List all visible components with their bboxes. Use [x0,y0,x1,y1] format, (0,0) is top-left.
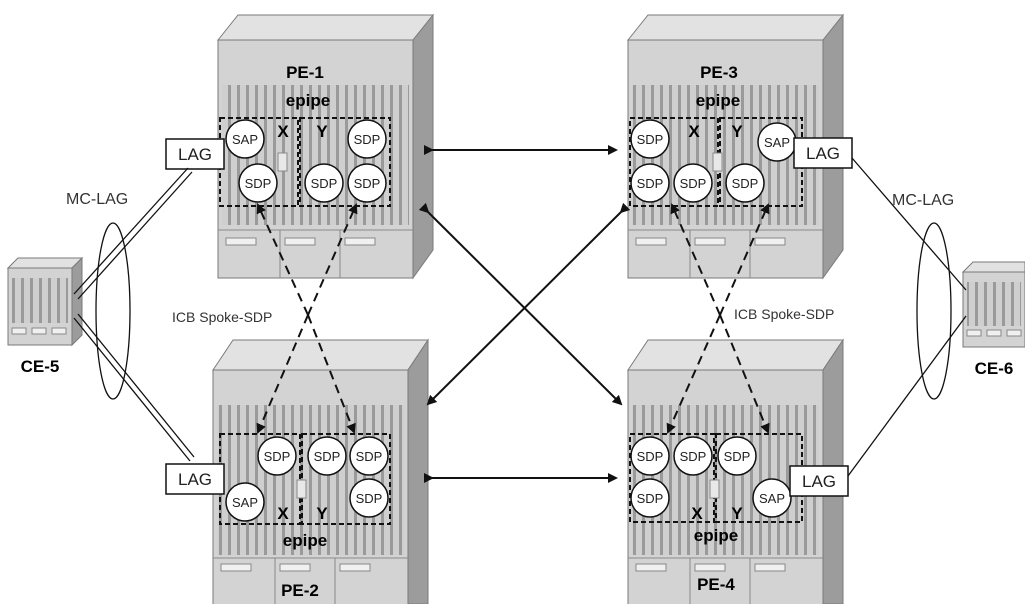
pe2-sdp-y-bottom: SDP [349,478,389,518]
svg-text:SDP: SDP [311,176,338,191]
pe3-sdp-x-left: SDP [630,163,670,203]
pe2-name: PE-2 [281,581,319,600]
svg-text:SDP: SDP [245,176,272,191]
pe4-sdp-x-left: SDP [630,436,670,476]
icb-left-label: ICB Spoke-SDP [172,309,272,325]
pe4-sdp-x-bottom: SDP [630,478,670,518]
pe3-sdp-x-top: SDP [630,119,670,159]
router-pe3: PE-3 epipe X Y SDP SDP SDP SDP SAP LAG [626,13,853,280]
pe2-sdp-y-left: SDP [307,436,347,476]
pe3-sdp-x-right: SDP [673,163,713,203]
mc-lag-left-label: MC-LAG [66,191,128,208]
pe4-sdp-y: SDP [717,436,757,476]
pe1-sdp-y-top: SDP [347,119,387,159]
pe3-service: epipe [696,91,740,110]
pe2-epipe-y-box [301,433,391,525]
svg-text:SDP: SDP [637,132,664,147]
svg-text:SAP: SAP [232,132,258,147]
router-pe4: PE-4 epipe X Y SDP SDP SDP SDP SAP LAG [627,338,849,604]
svg-text:SAP: SAP [764,135,790,150]
pe3-sdp-y: SDP [725,163,765,203]
pe2-x-label: X [277,504,289,523]
svg-text:SDP: SDP [637,176,664,191]
pe3-lag: LAG [793,137,853,169]
pe2-sdp-y-right: SDP [349,436,389,476]
pe2-epipe-x-box [219,433,301,525]
svg-text:LAG: LAG [178,470,212,489]
pe3-name: PE-3 [700,63,738,82]
pe3-sap: SAP [757,122,797,162]
pe1-sdp-y-right: SDP [347,163,387,203]
mc-lag-right-ellipse [916,222,952,400]
pe1-y-label: Y [316,122,328,141]
pe4-sap: SAP [752,478,792,518]
icb-spoke-sdp-left [256,203,358,434]
icb-spoke-sdp-right [666,203,770,434]
svg-text:SDP: SDP [724,449,751,464]
pe1-x-label: X [277,122,289,141]
access-links-right [847,157,967,477]
mc-lag-right-label: MC-LAG [892,192,954,209]
pe1-epipe-y-box [299,117,391,207]
svg-text:SDP: SDP [314,449,341,464]
pe3-y-label: Y [731,122,743,141]
pe1-service: epipe [286,91,330,110]
svg-text:SAP: SAP [759,491,785,506]
pe2-lag: LAG [165,463,225,495]
core-links [418,145,631,483]
svg-text:SDP: SDP [680,176,707,191]
pe4-epipe-x-box [629,433,715,523]
svg-text:SDP: SDP [680,449,707,464]
pe4-service: epipe [694,526,738,545]
icb-right-label: ICB Spoke-SDP [734,306,834,322]
pe4-y-label: Y [731,504,743,523]
svg-text:SDP: SDP [264,449,291,464]
router-pe1: PE-1 epipe X Y SAP SDP SDP SDP SDP LAG [165,13,435,280]
ce6-label: CE-6 [975,359,1014,378]
pe3-x-label: X [688,122,700,141]
svg-text:SDP: SDP [356,449,383,464]
pe1-name: PE-1 [286,63,324,82]
pe1-sdp-x: SDP [238,163,278,203]
svg-text:SDP: SDP [354,132,381,147]
svg-text:SDP: SDP [354,176,381,191]
svg-text:LAG: LAG [178,145,212,164]
pe2-sdp-x: SDP [257,436,297,476]
svg-text:SDP: SDP [732,176,759,191]
router-pe2: PE-2 epipe X Y SDP SAP SDP SDP SDP LAG [165,338,429,604]
pe1-sdp-y-left: SDP [304,163,344,203]
pe2-service: epipe [283,531,327,550]
ce5-device: CE-5 [6,256,84,376]
svg-text:LAG: LAG [806,144,840,163]
pe1-lag: LAG [165,138,225,170]
svg-text:SDP: SDP [356,491,383,506]
pe1-sap: SAP [225,119,265,159]
pe2-sap: SAP [225,482,265,522]
svg-text:SDP: SDP [637,449,664,464]
ce5-label: CE-5 [21,357,60,376]
pe4-sdp-x-right: SDP [673,436,713,476]
ce6-device: CE-6 [961,261,1025,378]
svg-text:SAP: SAP [232,495,258,510]
svg-text:SDP: SDP [637,491,664,506]
pe4-name: PE-4 [697,575,735,594]
pe4-lag: LAG [789,465,849,497]
pe4-x-label: X [691,504,703,523]
svg-text:LAG: LAG [802,472,836,491]
pe2-y-label: Y [316,504,328,523]
mc-lag-left-ellipse [95,222,131,400]
